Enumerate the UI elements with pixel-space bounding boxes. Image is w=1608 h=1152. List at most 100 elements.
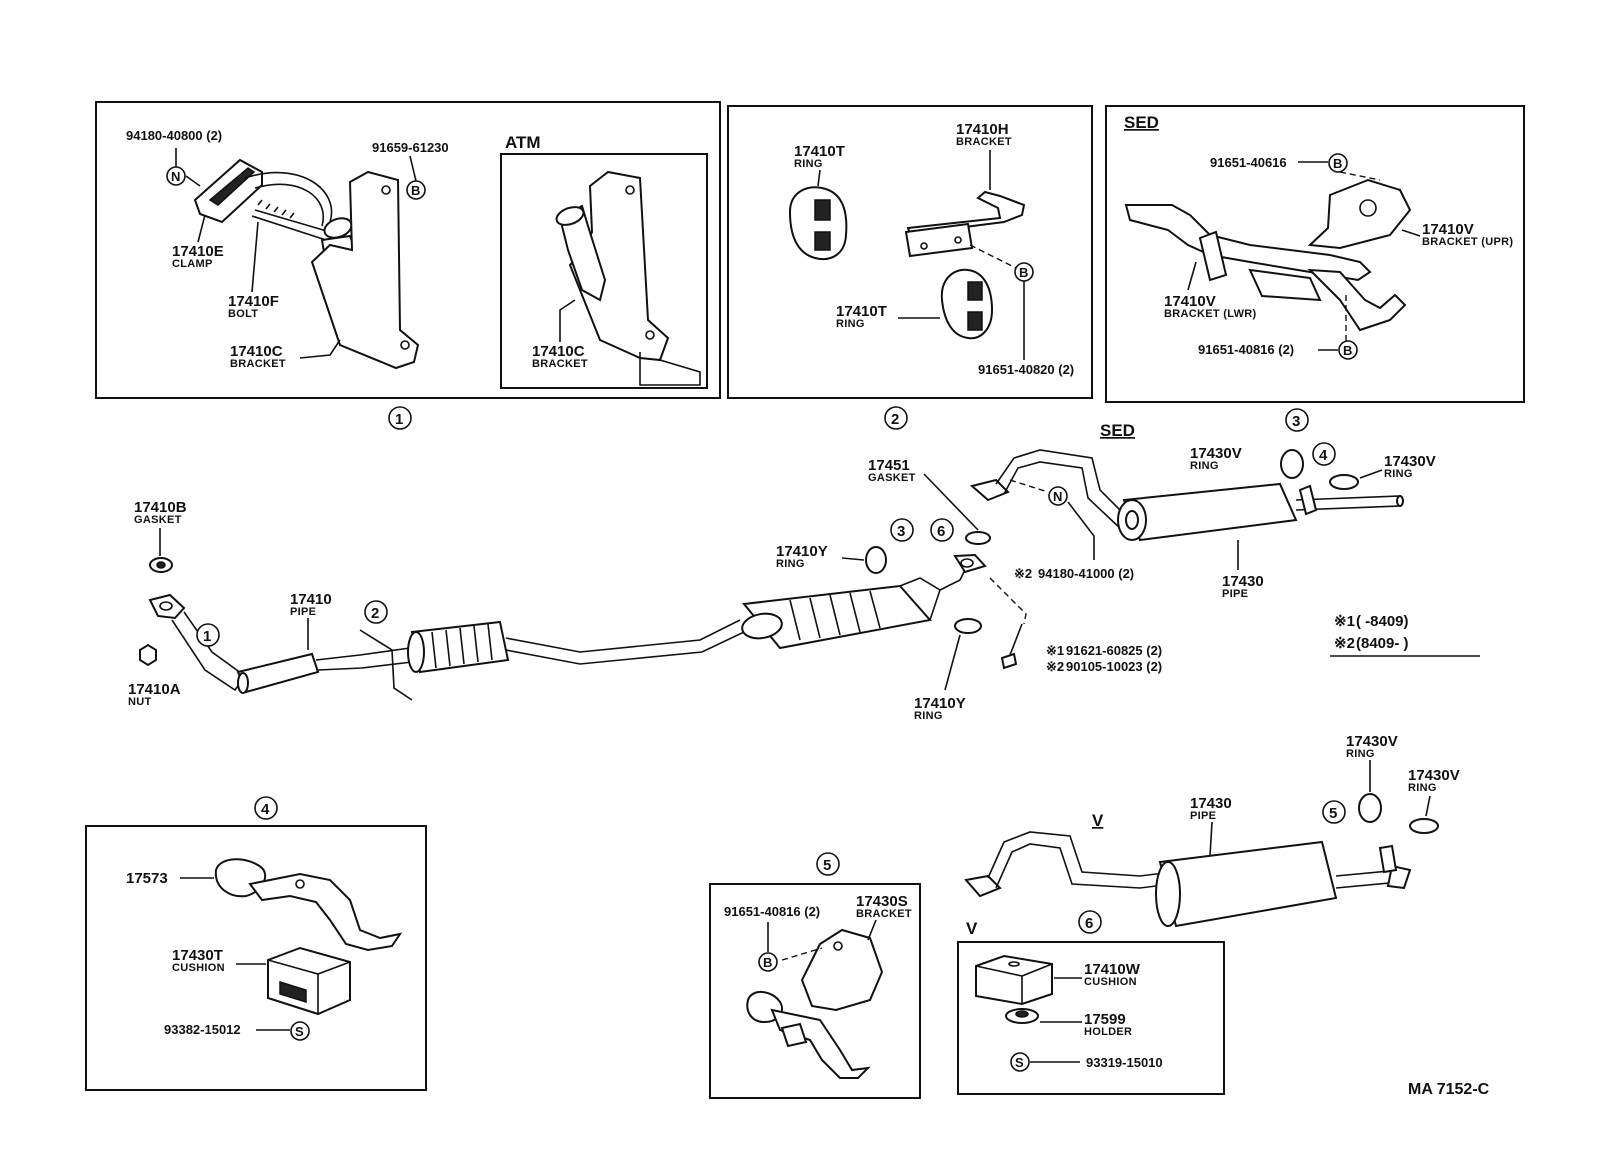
legend: ※1 ( -8409) ※2 (8409- ) [1330,613,1480,657]
bolt2-mark: ※2 [1046,659,1064,674]
panel-3-variant: SED [1124,113,1159,132]
callout-4-circle [1312,442,1336,466]
legend-row2-text: (8409- ) [1356,635,1409,652]
part-17410C-a-desc: BRACKET [230,358,286,370]
part-17410B: 17410B [134,499,187,516]
part-91659-61230: 91659-61230 [372,140,449,155]
part-17410E: 17410E [172,243,224,260]
part-17410W-desc: CUSHION [1084,976,1137,988]
p2-symbol-b: B [1019,265,1028,280]
resonator-drawing [407,620,510,674]
part-17410C-b: 17410C [532,343,585,360]
panel-3-number: 3 [1292,413,1300,430]
part-91651-40816-p5: 91651-40816 (2) [724,904,820,919]
callout-6: 6 [937,523,945,540]
part-17410V-lwr: 17410V [1164,293,1216,310]
p3-symbol-b-top-circle [1328,153,1348,173]
hanger-drawing [359,629,413,701]
part-17410Y-top: 17410Y [776,543,828,560]
part-17430T-desc: CUSHION [172,962,225,974]
part-17410: 17410 [290,591,332,608]
part-17430S: 17430S [856,893,908,910]
panel-6-variant: V [966,919,978,938]
atm-bracket-drawing [555,170,701,386]
part-17410F: 17410F [228,293,279,310]
callout-2: 2 [371,605,379,622]
bolt2-id: 90105-10023 (2) [1066,659,1162,674]
callout-1: 1 [203,628,211,645]
nut-n-mark: ※2 [1014,566,1032,581]
panel-5-frame [709,883,921,1099]
part-17599-desc: HOLDER [1084,1026,1132,1038]
panel-4-number: 4 [261,801,270,818]
part-17410T-b: 17410T [836,303,887,320]
part-17410Y-bottom-desc: RING [914,710,943,722]
part-17410B-desc: GASKET [134,514,182,526]
v-ring-2-drawing [1409,818,1439,834]
callout-3-circle [890,518,914,542]
v-pipe-17430: 17430 [1190,795,1232,812]
part-17410W: 17410W [1084,961,1141,978]
ring-17410Y-bottom-drawing [954,618,982,634]
part-17410Y-bottom: 17410Y [914,695,966,712]
part-17410-desc: PIPE [290,606,316,618]
part-17430T: 17430T [172,947,223,964]
part-94180-40800: 94180-40800 (2) [126,128,222,143]
symbol-n: N [171,169,180,184]
part-17410E-desc: CLAMP [172,258,213,270]
p5-symbol-b: B [763,955,772,970]
callout-2-circle [364,600,388,624]
panel-5: 5 91651-40816 (2) B 17430S BRACKET [709,852,921,1099]
panel-6-number: 6 [1085,915,1093,932]
atm-label: ATM [505,133,541,152]
part-17410C-a: 17410C [230,343,283,360]
part-17410H-desc: BRACKET [956,136,1012,148]
part-17410T-a-desc: RING [794,158,823,170]
legend-row2-mark: ※2 [1334,635,1355,652]
sed-ring-2-drawing [1329,474,1359,490]
legend-row1-text: ( -8409) [1356,613,1409,630]
panel-4-frame [85,825,427,1091]
callout-4: 4 [1319,447,1328,464]
callout-3: 3 [897,523,905,540]
p5-symbol-b-circle [758,952,778,972]
panel-6-frame [957,941,1225,1095]
v-pipe-17430-desc: PIPE [1190,810,1216,822]
callout-5: 5 [1329,805,1337,822]
part-93382-15012: 93382-15012 [164,1022,241,1037]
part-17451: 17451 [868,457,910,474]
panel-3: SED 91651-40616 B 17410V BRACKET (UPR) 1… [1105,105,1525,432]
v-ring-2: 17430V [1408,767,1460,784]
p6-symbol-s-circle [1010,1052,1030,1072]
v-muffler-drawing [1158,840,1338,928]
part-91651-40820: 91651-40820 (2) [978,362,1074,377]
part-17410Y-top-desc: RING [776,558,805,570]
diagram-code: MA 7152-C [1408,1081,1490,1098]
part-17599: 17599 [1084,1011,1126,1028]
part-17410V-lwr-desc: BRACKET (LWR) [1164,308,1257,320]
ring-17410T-lower-drawing [940,268,994,340]
panel-1-frame [95,101,721,399]
bracket-17430S-drawing [746,928,884,1079]
sed-ring-1-drawing [1280,449,1304,479]
v-ring-1: 17430V [1346,733,1398,750]
panel-5-number: 5 [823,857,831,874]
bolt1-mark: ※1 [1046,643,1064,658]
sed-pipe-17430: 17430 [1222,573,1264,590]
cushion-17430T-drawing [267,946,351,1016]
main-exhaust: 17410B GASKET 17410A NUT [128,457,1162,722]
p3-symbol-b-bottom: B [1343,343,1352,358]
part-91651-40616: 91651-40616 [1210,155,1287,170]
p4-symbol-s-circle [290,1021,310,1041]
panel-6: V 6 17410W CUSHION 17599 HOLDER S 93319-… [957,910,1225,1095]
part-17410V-upr: 17410V [1422,221,1474,238]
panel-5-number-circle [816,852,840,876]
v-ring-2-desc: RING [1408,782,1437,794]
sed-ring-2-desc: RING [1384,468,1413,480]
p4-symbol-s: S [295,1024,304,1039]
panel-3-frame [1105,105,1525,403]
part-17410V-upr-desc: BRACKET (UPR) [1422,236,1513,248]
sed-muffler-drawing [1122,482,1298,542]
main-muffler-drawing [741,577,941,650]
panel-4-number-circle [254,796,278,820]
